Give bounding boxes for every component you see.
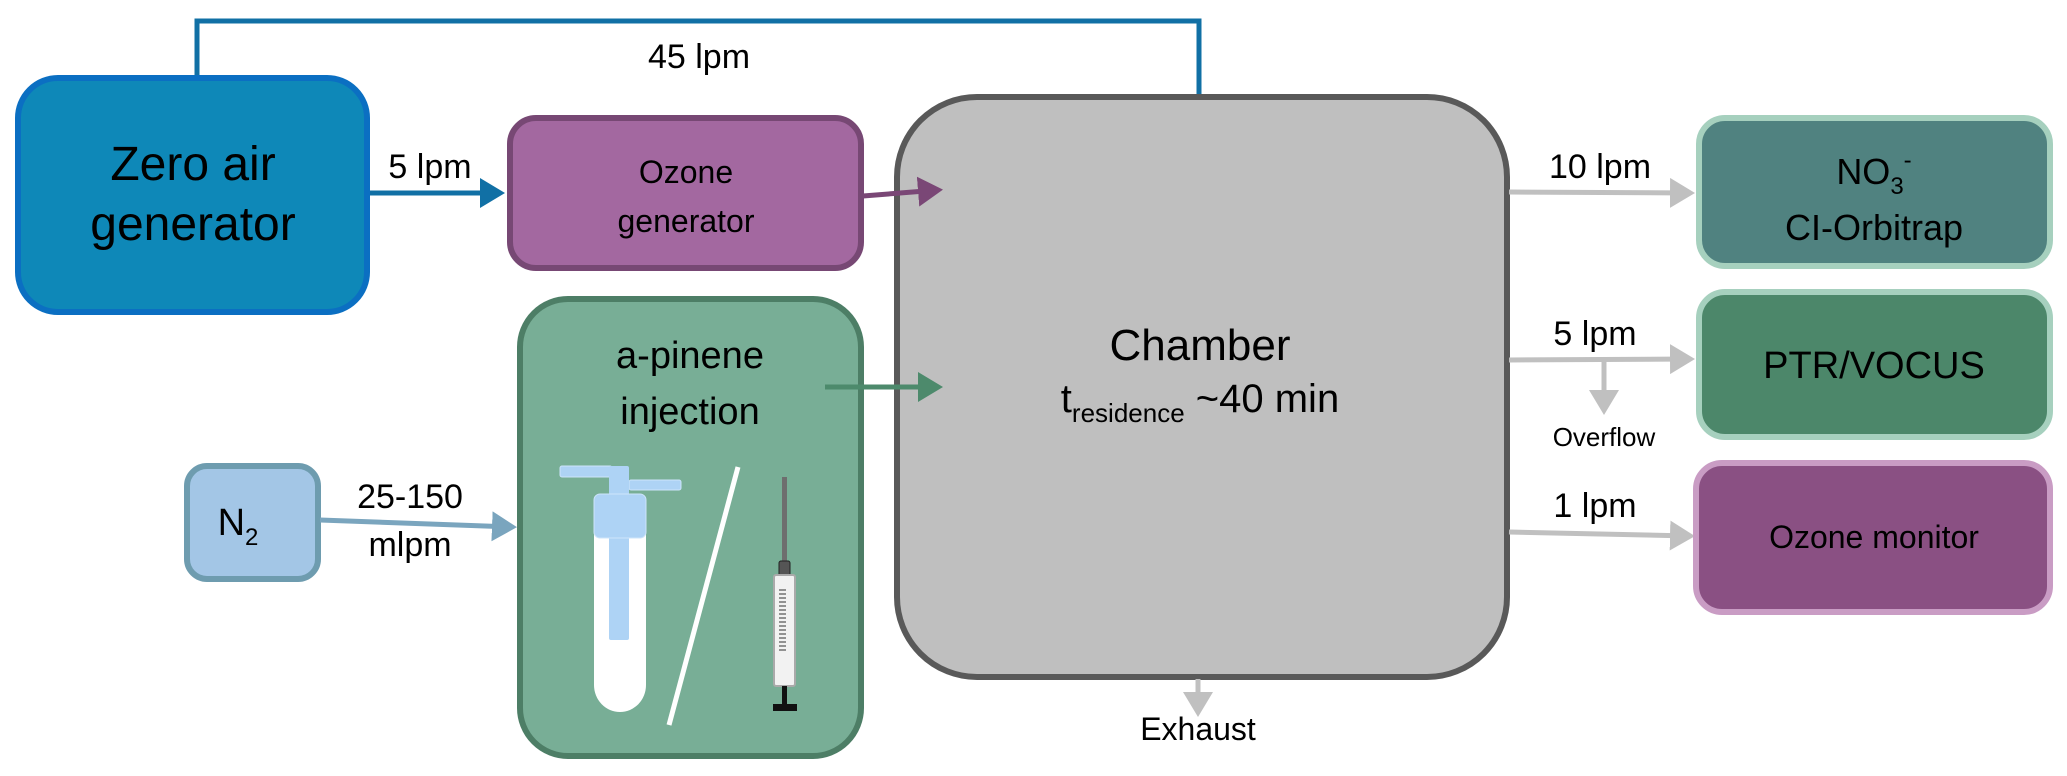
zero-air-line1: Zero air [110,138,275,191]
orbitrap-box [1696,115,2053,269]
a-pinene-line1: a-pinene [616,335,764,377]
flow-label-n2-1: 25-150 [357,478,463,516]
zero-air-line2: generator [90,198,295,251]
bubbler-vial-icon [559,465,682,712]
ozone-monitor-label: Ozone monitor [1769,519,1979,555]
chamber-residence: tresidence ~40 min [1061,377,1339,428]
orbitrap-line2: CI-Orbitrap [1785,207,1963,248]
chamber-title: Chamber [1110,321,1291,370]
orbitrap-line1: NO3- [1836,147,1911,200]
zero-air-generator-box [15,75,370,315]
flow-label-45: 45 lpm [648,38,750,76]
ptr-vocus-box [1696,289,2053,440]
ozone-generator-line2: generator [618,203,755,239]
flow-label-1: 1 lpm [1553,487,1636,525]
n2-box [184,463,321,582]
a-pinene-line2: injection [620,391,759,433]
flow-label-10: 10 lpm [1549,148,1651,186]
ozone-generator-box [507,115,864,271]
line-to-orbitrap [1508,177,1695,208]
line-to-ptr [1508,344,1695,375]
slash-divider [666,466,741,726]
ozone-generator-line1: Ozone [639,154,733,190]
ozone-monitor-box [1693,460,2053,615]
n2-label: N2 [218,502,259,551]
ptr-vocus-label: PTR/VOCUS [1763,345,1985,387]
line-zero-to-chamber [194,18,1214,133]
overflow-label: Overflow [1553,422,1656,452]
line-ozone-to-chamber [862,176,943,207]
flow-label-5-ptr: 5 lpm [1553,315,1636,353]
line-n2-to-pinene [319,511,517,542]
flow-label-5-ozone: 5 lpm [388,148,471,186]
line-to-ozone-monitor [1508,520,1695,551]
flow-label-n2-2: mlpm [368,526,451,564]
syringe-icon [773,477,797,711]
exhaust-label: Exhaust [1140,711,1256,747]
